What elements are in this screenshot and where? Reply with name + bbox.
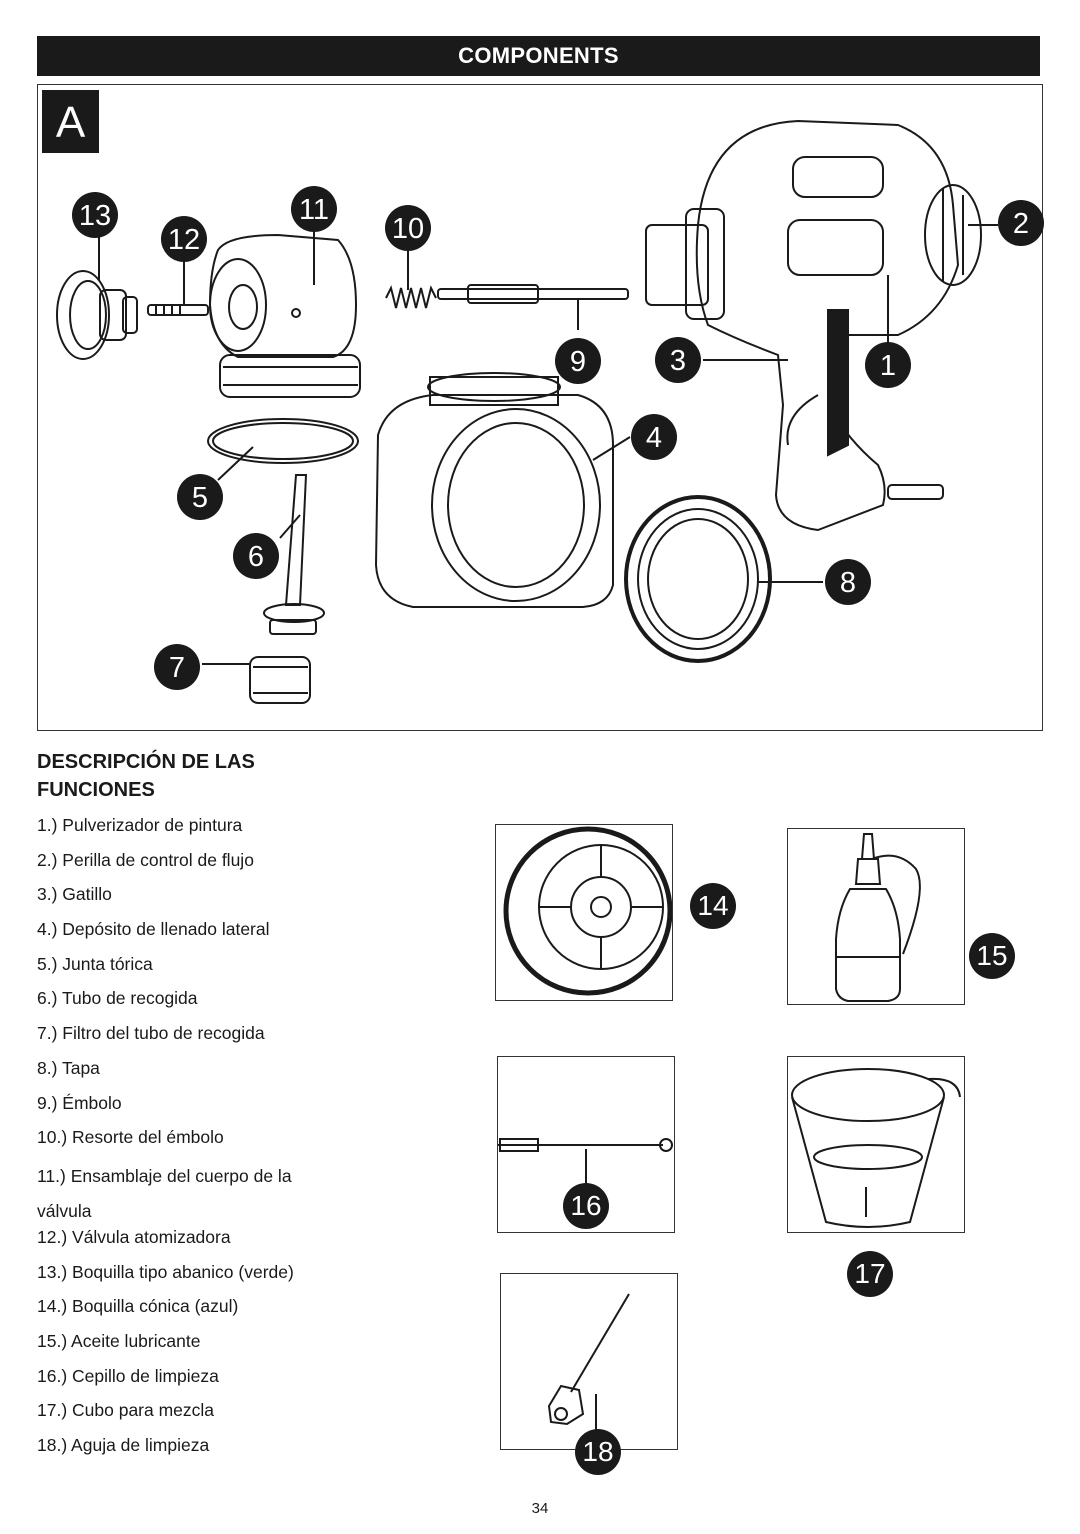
callout-6: 6 — [233, 533, 279, 579]
callout-14: 14 — [690, 883, 736, 929]
mixing-cup-icon — [791, 1068, 961, 1228]
svg-text:8: 8 — [840, 567, 856, 599]
list-item: 3.) Gatillo — [37, 884, 112, 905]
svg-text:1: 1 — [880, 350, 896, 382]
mixing-cup-image — [787, 1056, 965, 1233]
list-item: 11.) Ensamblaje del cuerpo de la válvula — [37, 1165, 292, 1221]
svg-text:6: 6 — [248, 541, 264, 573]
oil-bottle-icon — [835, 833, 921, 1002]
callout-9: 9 — [555, 338, 601, 384]
page-number: 34 — [531, 1500, 549, 1517]
callout-4: 4 — [631, 414, 677, 460]
callout-2: 2 — [998, 200, 1044, 246]
callout-3: 3 — [655, 337, 701, 383]
cleaning-needle-icon — [547, 1293, 630, 1434]
cone-nozzle-image — [495, 824, 673, 1001]
cleaning-brush-icon — [498, 1138, 673, 1185]
list-item: 16.) Cepillo de limpieza — [37, 1365, 219, 1386]
component-list: 1.) Pulverizador de pintura 2.) Perilla … — [37, 812, 457, 1467]
list-item: 8.) Tapa — [37, 1057, 100, 1078]
list-item: 7.) Filtro del tubo de recogida — [37, 1023, 265, 1044]
callout-5: 5 — [177, 474, 223, 520]
callout-11: 11 — [291, 186, 337, 232]
svg-text:12: 12 — [168, 224, 200, 256]
list-item: 10.) Resorte del émbolo — [37, 1127, 224, 1148]
components-header: COMPONENTS — [37, 36, 1040, 76]
list-item: 6.) Tubo de recogida — [37, 988, 198, 1009]
svg-text:4: 4 — [646, 422, 662, 454]
list-item: 4.) Depósito de llenado lateral — [37, 919, 270, 940]
list-item: 17.) Cubo para mezcla — [37, 1400, 215, 1421]
figure-letter: A — [56, 98, 86, 147]
callout-1: 1 — [865, 342, 911, 388]
svg-text:3: 3 — [670, 345, 686, 377]
cone-nozzle-icon — [503, 826, 673, 996]
list-item: 13.) Boquilla tipo abanico (verde) — [37, 1261, 294, 1282]
callout-8: 8 — [825, 559, 871, 605]
svg-text:9: 9 — [570, 346, 586, 378]
list-item: 14.) Boquilla cónica (azul) — [37, 1296, 239, 1317]
svg-text:11: 11 — [299, 194, 329, 226]
callout-17: 17 — [847, 1251, 893, 1297]
callout-18: 18 — [575, 1429, 621, 1475]
cleaning-needle-image — [500, 1273, 678, 1450]
list-item: 5.) Junta tórica — [37, 953, 153, 974]
callout-15: 15 — [969, 933, 1015, 979]
callout-12: 12 — [161, 216, 207, 262]
description-title: DESCRIPCIÓN DE LAS FUNCIONES — [37, 751, 255, 801]
list-item: 18.) Aguja de limpieza — [37, 1435, 210, 1455]
list-item: 15.) Aceite lubricante — [37, 1330, 201, 1351]
header-title: COMPONENTS — [458, 43, 619, 68]
callout-13: 13 — [72, 192, 118, 238]
lubricating-oil-image — [787, 828, 965, 1005]
list-item: 9.) Émbolo — [37, 1092, 122, 1113]
exploded-view-illustration: A — [42, 90, 1044, 704]
svg-text:13: 13 — [79, 200, 111, 232]
callout-16: 16 — [563, 1183, 609, 1229]
list-item: 12.) Válvula atomizadora — [37, 1226, 231, 1247]
svg-text:2: 2 — [1013, 208, 1029, 240]
callout-7: 7 — [154, 644, 200, 690]
svg-text:10: 10 — [392, 213, 424, 245]
figure-a-exploded-view: A — [37, 84, 1044, 731]
list-item: 1.) Pulverizador de pintura — [37, 815, 243, 835]
callout-10: 10 — [385, 205, 431, 251]
svg-text:7: 7 — [169, 652, 185, 684]
list-item: 2.) Perilla de control de flujo — [37, 849, 254, 870]
svg-text:5: 5 — [192, 482, 208, 514]
